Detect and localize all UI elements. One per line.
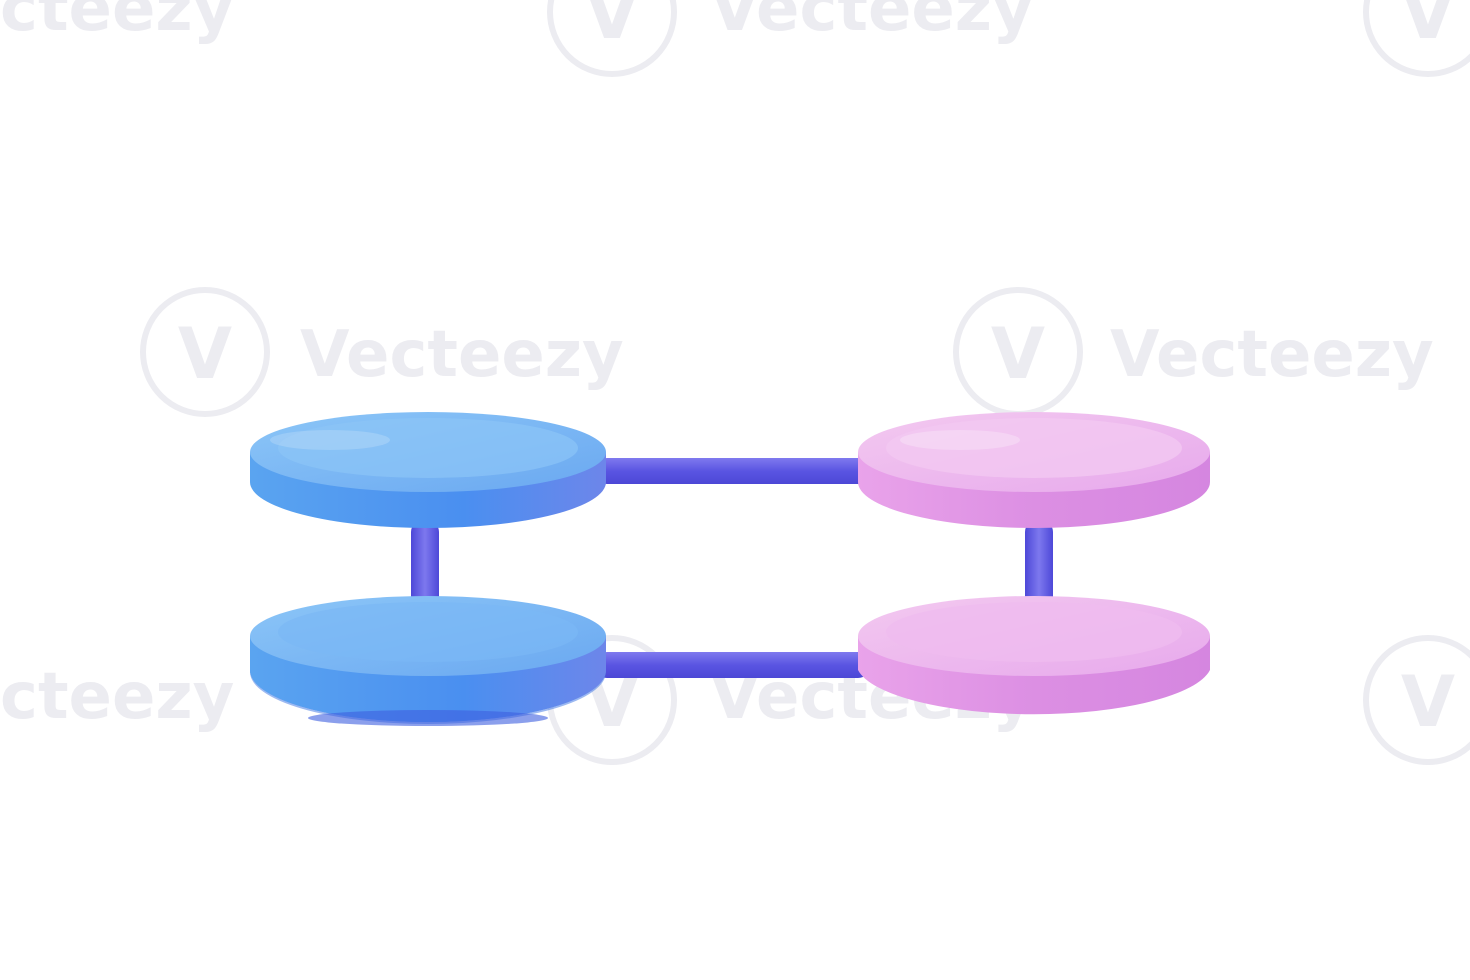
watermark-mark: V <box>1401 661 1455 743</box>
watermark-logo-icon: V <box>547 0 677 77</box>
watermark-text: Vecteezy <box>710 0 1034 46</box>
watermark-text: Vecteezy <box>300 318 624 392</box>
watermark-layer: V Vecteezy V Vecteezy V Vecteezy cteezy … <box>0 0 1470 765</box>
watermark-text-fragment: cteezy <box>0 660 234 734</box>
watermark-mark: V <box>991 313 1045 395</box>
watermark-logo-icon: V <box>953 287 1083 417</box>
watermark-logo-icon: V <box>1363 635 1470 765</box>
bottom-horizontal-connector <box>595 652 870 678</box>
disc-bottom-left <box>250 596 606 726</box>
disc-top-left <box>250 412 606 528</box>
watermark-logo-icon: V <box>140 287 270 417</box>
watermark-mark: V <box>178 313 232 395</box>
disc-bottom-right <box>858 596 1210 715</box>
top-horizontal-connector <box>595 458 870 484</box>
watermark-text: Vecteezy <box>1110 318 1434 392</box>
watermark-mark: V <box>585 0 639 55</box>
disc-top-right <box>858 412 1210 528</box>
watermark-logo-icon: V <box>1363 0 1470 77</box>
watermark-mark: V <box>1401 0 1455 55</box>
watermark-text-fragment: cteezy <box>0 0 234 46</box>
